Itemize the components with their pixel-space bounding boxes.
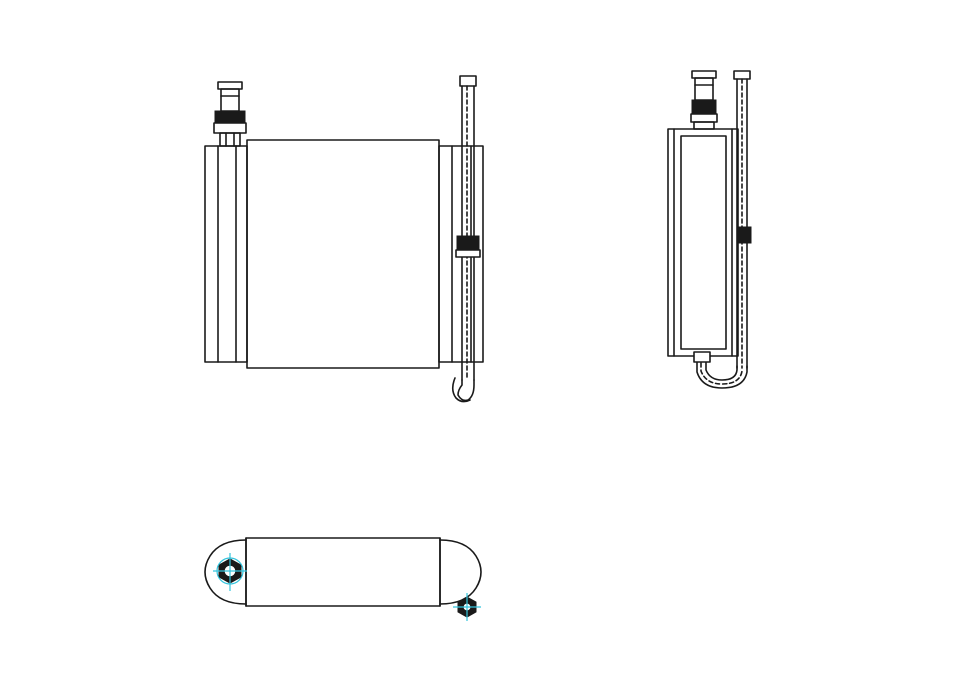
side-outlet-pipe xyxy=(733,70,752,369)
top-inlet-hex-icon xyxy=(213,553,247,591)
top-view xyxy=(204,537,482,621)
front-view xyxy=(204,75,484,403)
top-outlet-hex-icon xyxy=(453,593,481,621)
side-view xyxy=(667,70,752,389)
top-body xyxy=(245,537,441,607)
front-left-tank xyxy=(204,145,248,363)
front-core xyxy=(246,139,440,369)
front-outlet-pipe xyxy=(451,75,481,403)
top-right-tank xyxy=(439,539,482,605)
side-body xyxy=(667,128,739,357)
side-u-bend xyxy=(693,351,748,389)
top-left-tank xyxy=(204,539,247,605)
front-inlet-fitting xyxy=(213,81,247,147)
side-inlet-fitting xyxy=(690,70,718,130)
